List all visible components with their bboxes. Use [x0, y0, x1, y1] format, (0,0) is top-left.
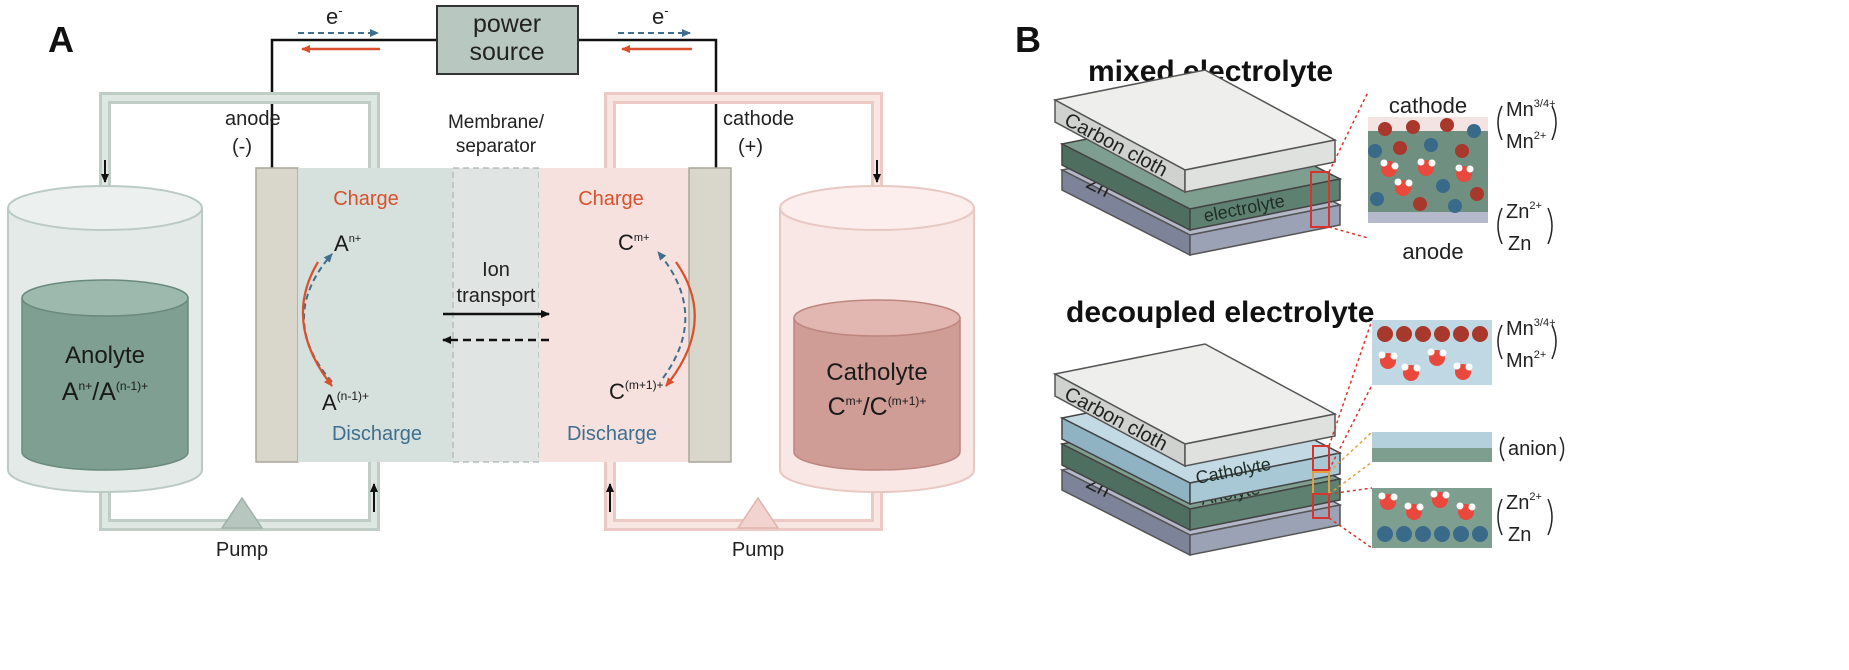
decoupled-anolyte-front: [1189, 478, 1341, 531]
anolyte-pump-icon: [220, 496, 264, 529]
decoupled-cloth-front: [1184, 413, 1336, 467]
cathode-wire: [578, 38, 718, 168]
decoupled-couple-top-bracket-right: [1551, 324, 1557, 360]
cathode-electrode: [688, 167, 732, 463]
power-source-box: [436, 5, 579, 75]
anode-wire: [270, 38, 437, 168]
decoupled-zoom-line-5: [1328, 487, 1373, 495]
mixed-zoom-anode-strip: [1368, 212, 1488, 223]
decoupled-anion-label: anion: [1508, 438, 1557, 460]
mixed-zoom-line-bottom: [1328, 226, 1369, 239]
mixed-couple-top-bracket-right: [1551, 105, 1557, 141]
mixed-couple-bottom-bracket-left: [1497, 207, 1503, 245]
anolyte-label: Anolyte: [65, 342, 145, 369]
catholyte-tank-top: [779, 185, 975, 231]
anode-label: anode: [225, 108, 281, 130]
catholyte-liquid: [793, 317, 961, 471]
mixed-couple-bottom-bracket-right: [1547, 207, 1553, 245]
decoupled-couple-bottom-bracket-left: [1497, 498, 1503, 536]
anode-sign: (-): [232, 136, 252, 158]
anolyte-half-cell: [298, 168, 453, 462]
cathode-sign: (+): [738, 136, 763, 158]
decoupled-couple-bottom-2: Zn: [1508, 524, 1531, 546]
anolyte-ratio: An+/A(n-1)+: [62, 378, 148, 406]
decoupled-anion-bracket-left: [1499, 436, 1505, 462]
anolyte-species-bottom: A(n-1)+: [322, 389, 369, 415]
anolyte-discharge-label: Discharge: [332, 423, 422, 445]
catholyte-liquid-surface: [793, 299, 961, 337]
mixed-anode-label: anode: [1402, 239, 1463, 264]
power-source-label-1: power: [473, 10, 541, 38]
anolyte-species-top: An+: [334, 231, 361, 256]
catholyte-charge-label: Charge: [578, 188, 644, 210]
ion-transport-label-1: Ion: [482, 259, 510, 281]
catholyte-reduction-arrow: [665, 261, 696, 387]
decoupled-membrane-zoom-lower: [1372, 448, 1492, 462]
catholyte-discharge-label: Discharge: [567, 423, 657, 445]
power-source-label-2: source: [469, 38, 544, 66]
decoupled-couple-top-bracket-left: [1497, 324, 1503, 360]
anolyte-liquid: [21, 297, 189, 471]
mixed-couple-bottom-1: Zn2+: [1506, 200, 1542, 223]
decoupled-zoom-marker-anolyte: [1312, 493, 1330, 519]
decoupled-couple-bottom-bracket-right: [1547, 498, 1553, 536]
cathode-label: cathode: [723, 108, 794, 130]
membrane-label-2: separator: [456, 136, 537, 157]
catholyte-pipe-top-inner: [607, 95, 880, 186]
catholyte-species-bottom: C(m+1)+: [609, 378, 664, 404]
anolyte-reduction-arrow: [301, 261, 333, 387]
anolyte-pump-label: Pump: [216, 539, 268, 561]
decoupled-zoom-line-1: [1328, 319, 1373, 447]
catholyte-species-top: Cm+: [618, 230, 649, 255]
mixed-cloth-front: [1184, 139, 1336, 193]
decoupled-catholyte-front: [1189, 452, 1341, 505]
decoupled-couple-bottom-1: Zn2+: [1506, 491, 1542, 514]
mixed-zn-front: [1189, 204, 1341, 256]
decoupled-anion-bracket-right: [1559, 436, 1565, 462]
decoupled-zoom-line-3: [1328, 431, 1373, 473]
membrane-label-1: Membrane/: [448, 112, 545, 133]
mixed-electrolyte-front: [1189, 178, 1341, 231]
decoupled-zoom-line-6: [1328, 517, 1373, 549]
catholyte-half-cell: [539, 168, 689, 462]
decoupled-zoom-line-4: [1328, 461, 1373, 495]
mixed-couple-top-2: Mn2+: [1506, 130, 1546, 153]
electron-label-left: e-: [326, 3, 343, 29]
panel-b-label: B: [1015, 19, 1041, 60]
decoupled-couple-top-2: Mn2+: [1506, 349, 1546, 372]
decoupled-zoom-marker-catholyte: [1312, 445, 1330, 471]
anolyte-charge-label: Charge: [333, 188, 399, 210]
catholyte-oxidation-arrow: [657, 251, 687, 379]
ion-transport-label-2: transport: [457, 285, 536, 307]
anolyte-tank-top: [7, 185, 203, 231]
catholyte-pump-icon: [736, 496, 780, 529]
anolyte-pipe-top-inner: [102, 95, 377, 186]
catholyte-pump-label: Pump: [732, 539, 784, 561]
decoupled-zoom-line-2: [1328, 384, 1373, 471]
catholyte-label: Catholyte: [826, 359, 927, 386]
decoupled-couple-top-1: Mn3/4+: [1506, 317, 1556, 340]
decoupled-catholyte-ions: [1377, 326, 1488, 381]
mixed-cathode-label: cathode: [1389, 93, 1467, 118]
anolyte-liquid-surface: [21, 279, 189, 317]
anode-electrode: [255, 167, 299, 463]
mixed-zoom-cathode-strip: [1368, 117, 1488, 131]
mixed-couple-top-bracket-left: [1497, 105, 1503, 141]
mixed-zoom-marker: [1310, 171, 1330, 228]
electron-label-right: e-: [652, 3, 669, 29]
decoupled-title: decoupled electrolyte: [1066, 296, 1374, 329]
catholyte-ratio: Cm+/C(m+1)+: [828, 393, 927, 421]
panel-a-label: A: [48, 19, 74, 60]
mixed-couple-top-1: Mn3/4+: [1506, 98, 1556, 121]
mixed-zoom-line-top: [1328, 91, 1369, 173]
mixed-zoom-ions: [1368, 118, 1484, 213]
decoupled-anolyte-ions: [1377, 490, 1488, 542]
mixed-couple-bottom-2: Zn: [1508, 233, 1531, 255]
